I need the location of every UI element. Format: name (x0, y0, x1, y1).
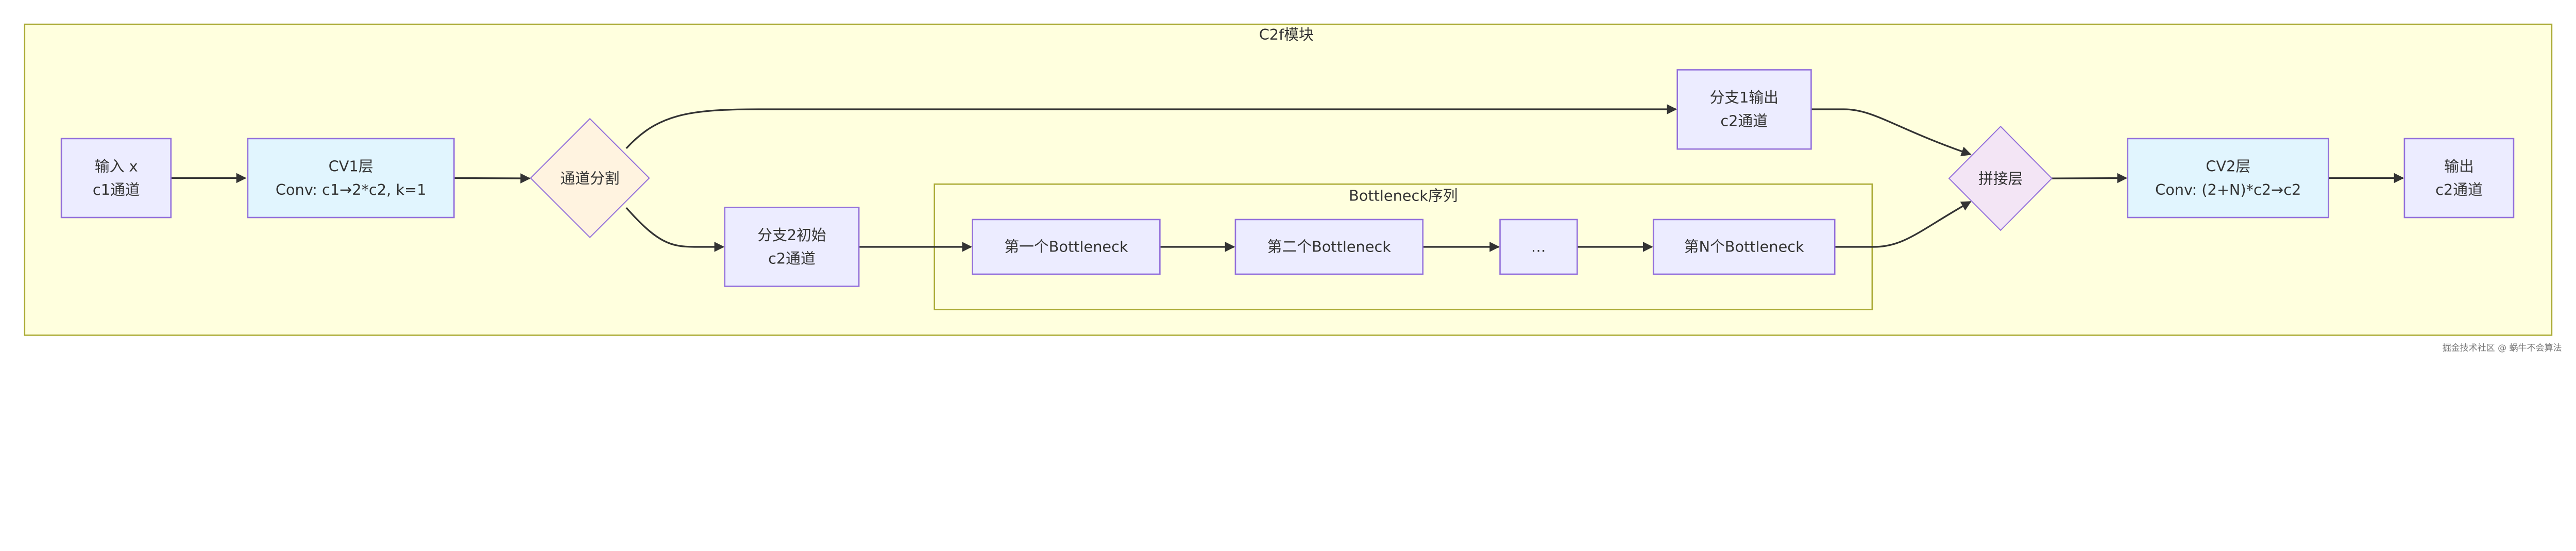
node-input: 输入 x c1通道 (60, 138, 172, 219)
node-bottleneck-2: 第二个Bottleneck (1234, 219, 1424, 275)
svg-text:…: … (1531, 238, 1546, 256)
node-bottleneck-ellipsis: … (1499, 219, 1578, 275)
svg-text:CV2层: CV2层 (2206, 157, 2250, 175)
node-channel-split: 通道分割 (530, 118, 650, 238)
svg-text:分支1输出: 分支1输出 (1710, 89, 1778, 106)
node-branch1-output: 分支1输出 c2通道 (1676, 69, 1812, 150)
svg-text:c2通道: c2通道 (768, 250, 816, 268)
node-cv2: CV2层 Conv: (2+N)*c2→c2 (2127, 138, 2330, 219)
edge-bnN-concat (1835, 201, 1972, 248)
svg-text:CV1层: CV1层 (329, 157, 374, 175)
subgraph-title: Bottleneck序列 (1349, 187, 1458, 204)
node-output: 输出 c2通道 (2403, 138, 2515, 219)
edge-split-branch2 (625, 207, 725, 252)
node-bottleneck-1: 第一个Bottleneck (972, 219, 1161, 275)
svg-text:c2通道: c2通道 (1720, 112, 1768, 130)
edge-branch1-concat (1811, 108, 1972, 157)
c2f-diagram: C2f模块 Bottleneck序列 输入 x c1通道 CV1层 Conv: … (24, 23, 2562, 353)
svg-text:第一个Bottleneck: 第一个Bottleneck (1004, 238, 1128, 256)
svg-text:第N个Bottleneck: 第N个Bottleneck (1684, 238, 1804, 256)
module-title: C2f模块 (1259, 26, 1314, 43)
edge-split-branch1 (625, 104, 1677, 149)
node-branch2-init: 分支2初始 c2通道 (724, 207, 860, 287)
edges (171, 104, 2404, 252)
svg-text:分支2初始: 分支2初始 (757, 226, 826, 244)
svg-text:输入 x: 输入 x (95, 157, 138, 175)
svg-text:通道分割: 通道分割 (560, 170, 619, 187)
svg-text:拼接层: 拼接层 (1978, 170, 2023, 188)
svg-text:Conv: c1→2*c2, k=1: Conv: c1→2*c2, k=1 (276, 181, 427, 198)
svg-text:c2通道: c2通道 (2435, 181, 2483, 198)
svg-text:Conv: (2+N)*c2→c2: Conv: (2+N)*c2→c2 (2155, 181, 2301, 198)
node-bottleneck-n: 第N个Bottleneck (1652, 219, 1836, 275)
node-cv1: CV1层 Conv: c1→2*c2, k=1 (247, 138, 455, 219)
watermark: 掘金技术社区 @ 蜗牛不会算法 (2443, 343, 2562, 353)
svg-text:c1通道: c1通道 (93, 181, 140, 198)
svg-text:输出: 输出 (2444, 157, 2474, 175)
svg-text:第二个Bottleneck: 第二个Bottleneck (1267, 238, 1392, 256)
node-concat: 拼接层 (1948, 125, 2053, 231)
